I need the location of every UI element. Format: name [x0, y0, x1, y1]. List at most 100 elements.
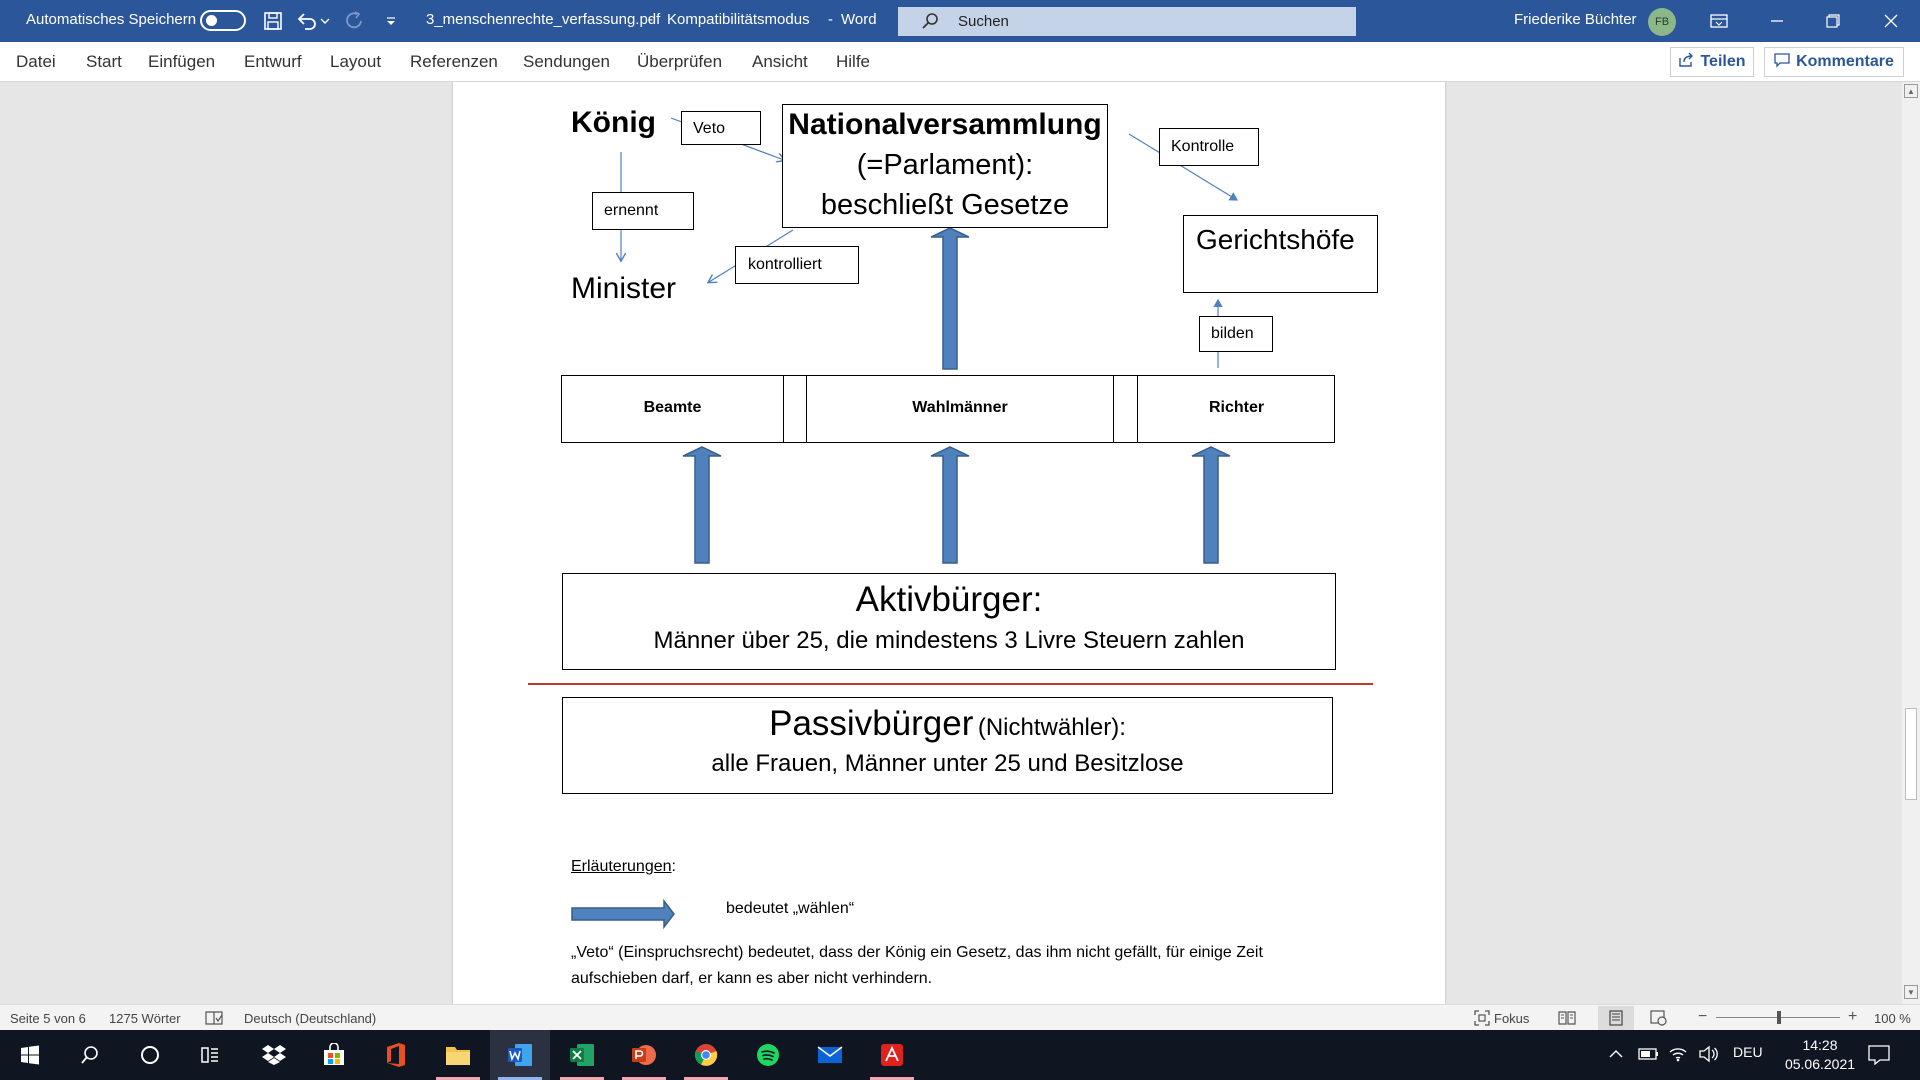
- input-language[interactable]: DEU: [1733, 1044, 1763, 1060]
- arrow-to-richter: [1191, 446, 1231, 564]
- aktivbuerger-title: Aktivbürger:: [855, 580, 1043, 619]
- parlament-label: (=Parlament):: [856, 149, 1034, 181]
- clock[interactable]: 14:28 05.06.2021: [1780, 1036, 1860, 1074]
- restore-icon[interactable]: [1818, 8, 1848, 34]
- zoom-slider-thumb[interactable]: [1777, 1011, 1781, 1024]
- focus-icon[interactable]: [1474, 1010, 1490, 1029]
- election-arrows: [571, 227, 1231, 930]
- battery-icon[interactable]: [1638, 1047, 1660, 1066]
- title-separator: -: [648, 11, 653, 28]
- passivbuerger-title: Passivbürger: [769, 704, 974, 743]
- zoom-in-icon[interactable]: +: [1848, 1008, 1858, 1025]
- nationalversammlung-title: Nationalversammlung: [788, 108, 1102, 141]
- language-indicator[interactable]: Deutsch (Deutschland): [244, 1011, 377, 1026]
- focus-label[interactable]: Fokus: [1494, 1011, 1530, 1026]
- redo-icon[interactable]: [342, 8, 368, 34]
- minimize-icon[interactable]: [1762, 8, 1792, 34]
- tab-einfuegen[interactable]: Einfügen: [148, 52, 216, 71]
- title-bar: Automatisches Speichern 3_menschenrechte…: [0, 0, 1920, 42]
- search-icon[interactable]: [60, 1030, 120, 1080]
- document-area: König Veto Nationalversammlung (=Parlame…: [0, 82, 1920, 1004]
- clock-date: 05.06.2021: [1784, 1056, 1856, 1072]
- ribbon-tabs: Datei Start Einfügen Entwurf Layout Refe…: [0, 42, 1920, 82]
- wifi-icon[interactable]: [1668, 1044, 1688, 1067]
- undo-icon[interactable]: [294, 8, 320, 34]
- task-view-icon[interactable]: [180, 1030, 240, 1080]
- tab-start[interactable]: Start: [86, 52, 122, 71]
- page-indicator[interactable]: Seite 5 von 6: [10, 1011, 86, 1026]
- word-taskbar-icon[interactable]: [490, 1030, 550, 1080]
- app-name: Word: [841, 11, 877, 28]
- windows-taskbar: DEU 14:28 05.06.2021: [0, 1030, 1920, 1080]
- chrome-icon[interactable]: [676, 1030, 736, 1080]
- web-layout-icon[interactable]: [1650, 1010, 1668, 1029]
- beschliesst-gesetze-label: beschließt Gesetze: [820, 189, 1070, 221]
- windows-start-icon[interactable]: [0, 1030, 60, 1080]
- kontrolle-label: Kontrolle: [1159, 128, 1259, 166]
- volume-icon[interactable]: [1698, 1045, 1718, 1068]
- proofing-icon[interactable]: [205, 1010, 223, 1029]
- ribbon-display-options-icon[interactable]: [1704, 8, 1734, 34]
- veto-label: Veto: [681, 111, 761, 145]
- scroll-up-icon[interactable]: ▲: [1904, 84, 1918, 98]
- tab-datei[interactable]: Datei: [16, 52, 56, 71]
- office-icon[interactable]: [366, 1030, 426, 1080]
- mail-icon[interactable]: [800, 1030, 860, 1080]
- read-mode-icon[interactable]: [1558, 1010, 1576, 1029]
- gerichtshoefe-box: Gerichtshöfe: [1183, 215, 1378, 293]
- ernennt-label: ernennt: [592, 192, 694, 230]
- comments-label: Kommentare: [1796, 53, 1894, 70]
- show-hidden-icons-icon[interactable]: [1608, 1046, 1624, 1067]
- erlaeuterungen-heading: Erläuterungen:: [571, 858, 676, 876]
- nichtwaehler-label: (Nichtwähler):: [977, 714, 1126, 741]
- acrobat-icon[interactable]: [862, 1030, 922, 1080]
- autosave-toggle[interactable]: [200, 10, 246, 31]
- file-explorer-icon[interactable]: [428, 1030, 488, 1080]
- tab-referenzen[interactable]: Referenzen: [410, 52, 498, 71]
- notifications-icon[interactable]: [1868, 1045, 1890, 1070]
- print-layout-icon[interactable]: [1598, 1006, 1634, 1030]
- scrollbar-thumb[interactable]: [1905, 708, 1917, 800]
- cortana-icon[interactable]: [120, 1030, 180, 1080]
- dropbox-icon[interactable]: [244, 1030, 304, 1080]
- save-icon[interactable]: [260, 8, 286, 34]
- aktivbuerger-description: Männer über 25, die mindestens 3 Livre S…: [653, 627, 1245, 654]
- customize-toolbar-icon[interactable]: [378, 8, 404, 34]
- tab-layout[interactable]: Layout: [330, 52, 382, 71]
- spotify-icon[interactable]: [738, 1030, 798, 1080]
- excel-icon[interactable]: [552, 1030, 612, 1080]
- share-label: Teilen: [1700, 53, 1746, 70]
- avatar[interactable]: FB: [1648, 8, 1676, 36]
- veto-explanation-line2: aufschieben darf, er kann es aber nicht …: [571, 970, 933, 987]
- tab-hilfe[interactable]: Hilfe: [836, 52, 871, 71]
- tab-ansicht[interactable]: Ansicht: [752, 52, 808, 71]
- scroll-down-icon[interactable]: ▼: [1904, 985, 1918, 999]
- user-name[interactable]: Friederike Büchter: [1514, 11, 1637, 28]
- koenig-label: König: [571, 106, 656, 139]
- erlaeuterungen-label: Erläuterungen: [571, 858, 672, 875]
- autosave-label: Automatisches Speichern: [26, 11, 197, 28]
- comment-icon: [1774, 52, 1790, 73]
- zoom-out-icon[interactable]: −: [1698, 1008, 1708, 1025]
- kontrolliert-label: kontrolliert: [735, 246, 859, 284]
- zoom-level[interactable]: 100 %: [1874, 1011, 1911, 1026]
- search-box[interactable]: Suchen: [898, 7, 1356, 36]
- share-button[interactable]: Teilen: [1670, 47, 1754, 77]
- vertical-scrollbar[interactable]: ▲ ▼: [1902, 82, 1920, 1004]
- clock-time: 14:28: [1802, 1037, 1838, 1053]
- word-count[interactable]: 1275 Wörter: [109, 1011, 181, 1026]
- powerpoint-icon[interactable]: [614, 1030, 674, 1080]
- tab-ueberpruefen[interactable]: Überprüfen: [637, 52, 723, 71]
- richter-label: Richter: [1208, 399, 1265, 416]
- aktivbuerger-box: Aktivbürger: Männer über 25, die mindest…: [562, 573, 1336, 670]
- comments-button[interactable]: Kommentare: [1764, 47, 1904, 77]
- elected-groups-row: Beamte Wahlmänner Richter: [561, 375, 1335, 443]
- microsoft-store-icon[interactable]: [304, 1030, 364, 1080]
- document-page[interactable]: König Veto Nationalversammlung (=Parlame…: [453, 82, 1445, 1004]
- compatibility-mode-label: Kompatibilitätsmodus: [667, 11, 810, 28]
- tab-entwurf[interactable]: Entwurf: [244, 52, 302, 71]
- close-icon[interactable]: [1876, 8, 1906, 34]
- arrow-to-nationalversammlung: [930, 227, 970, 370]
- undo-dropdown-icon[interactable]: [318, 8, 332, 34]
- tab-sendungen[interactable]: Sendungen: [523, 52, 610, 71]
